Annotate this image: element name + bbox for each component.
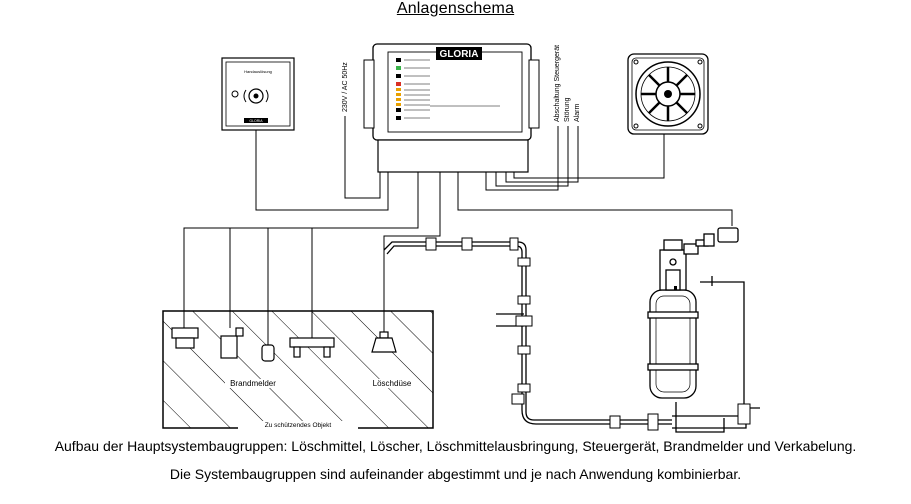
diagram-title: Anlagenschema (396, 0, 515, 17)
manual-call-point-icon (221, 57, 295, 131)
nozzle-label: Löschdüse (373, 379, 412, 388)
wiring (183, 116, 733, 345)
control-panel-icon (363, 43, 540, 173)
piping (383, 241, 760, 433)
output-label-fault: Störung (564, 97, 571, 122)
output-label-alarm: Alarm (574, 104, 581, 122)
caption-line-2: Die Systembaugruppen sind aufeinander ab… (169, 466, 742, 482)
extinguisher-cylinder-icon (647, 227, 739, 399)
caption-line-1: Aufbau der Hauptsystembaugruppen: Löschm… (54, 438, 857, 454)
fan-icon (627, 53, 709, 135)
power-label: 230V / AC 50Hz (342, 62, 349, 112)
detector-label: Brandmelder (230, 379, 276, 388)
manual-release-brand: GLORIA (249, 119, 263, 123)
linear-detector-icon (289, 337, 335, 358)
protected-object (162, 310, 434, 429)
flame-detector-icon (261, 344, 275, 362)
output-label-shutdown: Abschaltung Steuergerät (554, 45, 561, 122)
object-label: Zu schützendes Objekt (265, 422, 332, 429)
smoke-detector-icon (171, 327, 199, 349)
manual-release-text: Handauslösung (244, 69, 272, 74)
nozzle-icon (371, 331, 397, 353)
control-panel-brand: GLORIA (440, 49, 479, 60)
heat-detector-icon (220, 327, 244, 359)
pipe-fittings (425, 237, 751, 431)
